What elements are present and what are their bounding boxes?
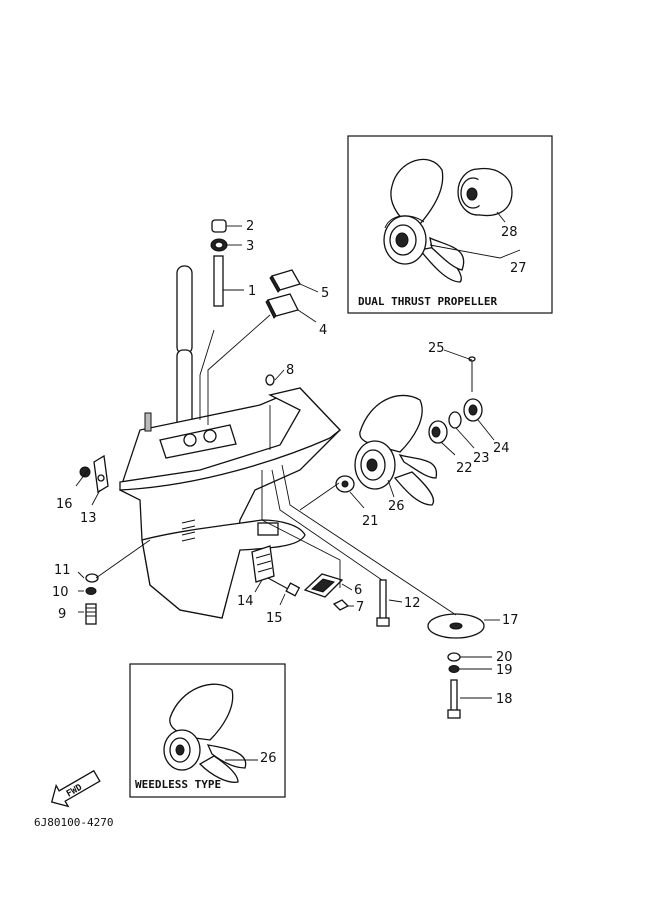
callout-1: 1 [248,284,256,299]
callout-16: 16 [56,497,73,512]
grommet-2 [211,219,227,233]
bracket-13 [93,454,109,494]
callout-21: 21 [362,514,379,529]
screw-15 [267,577,301,597]
callout-20: 20 [496,650,513,665]
callout-11: 11 [54,563,71,578]
anode-4 [265,293,299,319]
callout-6: 6 [354,583,362,598]
cover-6 [303,573,344,598]
weedless-title: WEEDLESS TYPE [135,778,221,791]
weedless-propeller [163,683,247,783]
callout-27: 27 [510,261,527,276]
callout-12: 12 [404,596,421,611]
weedless-type-box: 26 WEEDLESS TYPE [129,663,286,798]
callout-14: 14 [237,594,254,609]
dual-thrust-propeller [383,158,465,283]
callout-labels: 2 3 1 5 4 8 25 24 23 22 26 21 16 13 11 1… [52,219,519,707]
washer-23 [448,411,462,429]
fwd-arrow-icon: FWD [50,769,101,808]
callout-4: 4 [319,323,327,338]
screen-14 [251,545,275,583]
cotter-pin-25 [468,356,476,392]
washer-11 [85,573,99,583]
washer-10 [85,587,97,595]
callout-26-weedless: 26 [260,751,277,766]
callout-3: 3 [246,239,254,254]
callout-2: 2 [246,219,254,234]
diagram-code: 6J80100-4270 [34,816,113,829]
thrust-washer-21 [335,475,355,493]
bolt-18 [447,679,461,719]
bolt-16 [79,466,91,478]
spacer-22 [428,420,448,444]
trim-tab-17 [427,613,485,639]
callout-13: 13 [80,511,97,526]
washer-20 [447,652,461,662]
anode-5 [269,269,301,293]
oil-seal-3 [210,238,228,252]
bolt-12 [376,579,390,627]
callout-5: 5 [321,286,329,301]
propeller-26 [354,394,437,506]
callout-17: 17 [502,613,519,628]
bolt-9 [85,603,97,625]
callout-23: 23 [473,451,490,466]
callout-24: 24 [493,441,510,456]
callout-18: 18 [496,692,513,707]
dowel-8 [265,374,275,386]
callout-10: 10 [52,585,69,600]
callout-8: 8 [286,363,294,378]
callout-22: 22 [456,461,473,476]
dual-thrust-propeller-box: 28 27 DUAL THRUST PROPELLER [347,135,553,314]
callout-25: 25 [428,341,445,356]
callout-19: 19 [496,663,513,678]
dual-thrust-title: DUAL THRUST PROPELLER [358,295,497,308]
washer-19 [448,665,460,673]
nut-24 [463,398,483,422]
lower-casing [119,255,341,619]
leader-lines [75,225,500,699]
callout-7: 7 [356,600,364,615]
callout-15: 15 [266,611,283,626]
callout-28: 28 [501,225,518,240]
hub-kit [457,167,513,217]
water-intake-grille [181,519,196,542]
callout-26: 26 [388,499,405,514]
callout-9: 9 [58,607,66,622]
bolt-7 [332,599,350,611]
